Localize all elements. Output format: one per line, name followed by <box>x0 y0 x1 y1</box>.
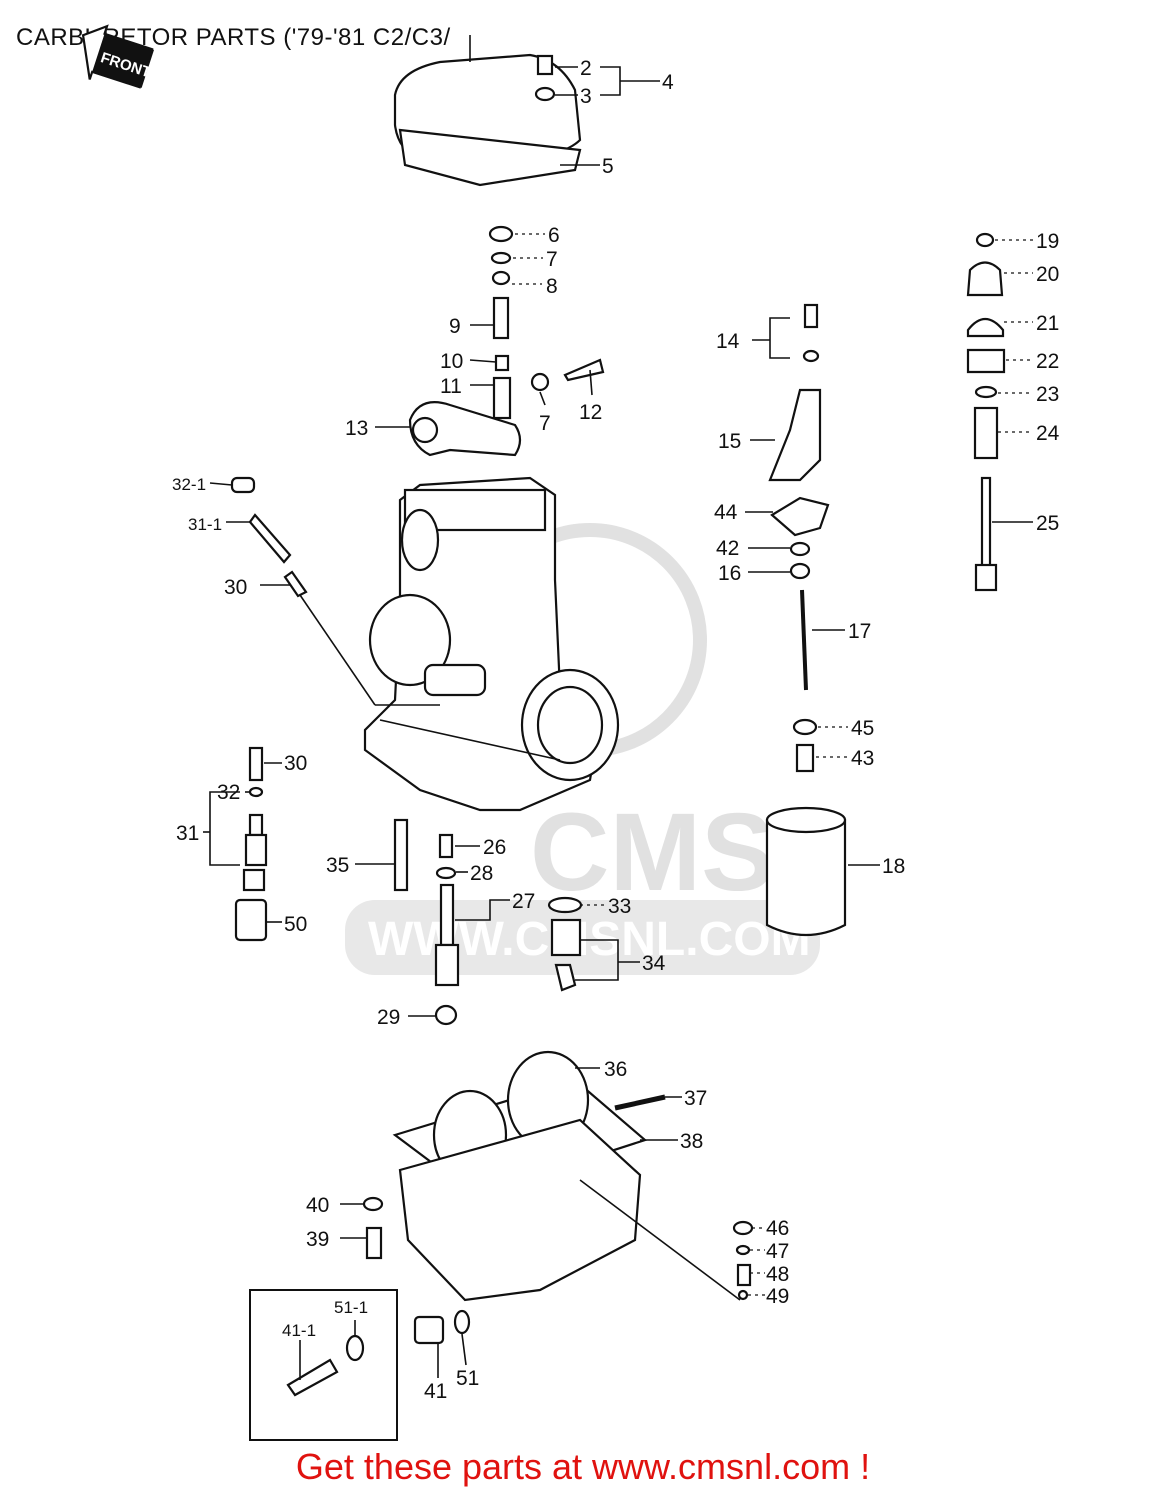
callout-24: 24 <box>1036 422 1060 445</box>
callout-31-1: 31-1 <box>188 515 222 534</box>
callout-36: 36 <box>604 1058 627 1081</box>
callout-34: 34 <box>642 952 666 975</box>
callout-33: 33 <box>608 895 631 918</box>
callout-18: 18 <box>882 855 905 878</box>
callout-10: 10 <box>440 350 463 373</box>
callout-27: 27 <box>512 890 535 913</box>
callout-7a: 7 <box>546 248 558 271</box>
callout-3: 3 <box>580 85 592 108</box>
spacer-cylinder <box>765 806 847 937</box>
callout-26: 26 <box>483 836 506 859</box>
float-bowl-assembly <box>249 1050 754 1441</box>
callout-31: 31 <box>176 822 199 845</box>
callout-5: 5 <box>602 155 614 178</box>
callout-17: 17 <box>848 620 871 643</box>
callout-21: 21 <box>1036 312 1059 335</box>
callout-20: 20 <box>1036 263 1059 286</box>
callout-44: 44 <box>714 501 738 524</box>
callout-43: 43 <box>851 747 874 770</box>
callout-41: 41 <box>424 1380 447 1403</box>
callout-25: 25 <box>1036 512 1059 535</box>
callout-51: 51 <box>456 1367 479 1390</box>
callout-30b: 30 <box>284 752 307 775</box>
callout-50: 50 <box>284 913 307 936</box>
callout-19: 19 <box>1036 230 1059 253</box>
callout-32-1: 32-1 <box>172 475 206 494</box>
leader-lines <box>203 66 1033 1380</box>
center-stack <box>488 225 605 420</box>
callout-49: 49 <box>766 1285 789 1308</box>
air-screw-parts <box>230 476 440 942</box>
callout-40: 40 <box>306 1194 329 1217</box>
callout-12: 12 <box>579 401 602 424</box>
diaphragm-cover-parts <box>768 303 830 773</box>
top-cover <box>393 35 582 187</box>
callout-14: 14 <box>716 330 740 353</box>
callout-38: 38 <box>680 1130 703 1153</box>
callout-28: 28 <box>470 862 493 885</box>
jet-parts <box>393 818 583 1026</box>
throttle-lever <box>408 401 522 457</box>
watermark-brand: CMS <box>530 791 774 914</box>
callout-32: 32 <box>217 781 240 804</box>
callout-35: 35 <box>326 854 349 877</box>
callout-41-1: 41-1 <box>282 1321 316 1340</box>
callout-7b: 7 <box>539 412 551 435</box>
callout-13: 13 <box>345 417 368 440</box>
callout-16: 16 <box>718 562 741 585</box>
callout-labels: 2 3 4 5 6 7 8 9 10 11 7 12 13 14 15 16 1… <box>172 57 1060 1403</box>
callout-6: 6 <box>548 224 560 247</box>
starter-plunger-parts <box>966 232 1006 592</box>
callout-8: 8 <box>546 275 558 298</box>
front-arrow-badge: FRONT <box>81 24 155 89</box>
callout-29: 29 <box>377 1006 400 1029</box>
callout-48: 48 <box>766 1263 789 1286</box>
callout-51-1: 51-1 <box>334 1298 368 1317</box>
callout-39: 39 <box>306 1228 329 1251</box>
callout-11: 11 <box>440 375 462 398</box>
callout-46: 46 <box>766 1217 789 1240</box>
callout-22: 22 <box>1036 350 1059 373</box>
callout-47: 47 <box>766 1240 789 1263</box>
get-parts-link[interactable]: Get these parts at www.cmsnl.com ! <box>295 1446 871 1487</box>
carburetor-body <box>363 476 620 812</box>
callout-23: 23 <box>1036 383 1059 406</box>
callout-9: 9 <box>449 315 461 338</box>
callout-45: 45 <box>851 717 874 740</box>
callout-30a: 30 <box>224 576 247 599</box>
callout-42: 42 <box>716 537 739 560</box>
callout-2: 2 <box>580 57 592 80</box>
callout-4: 4 <box>662 71 674 94</box>
callout-15: 15 <box>718 430 741 453</box>
callout-37: 37 <box>684 1087 707 1110</box>
